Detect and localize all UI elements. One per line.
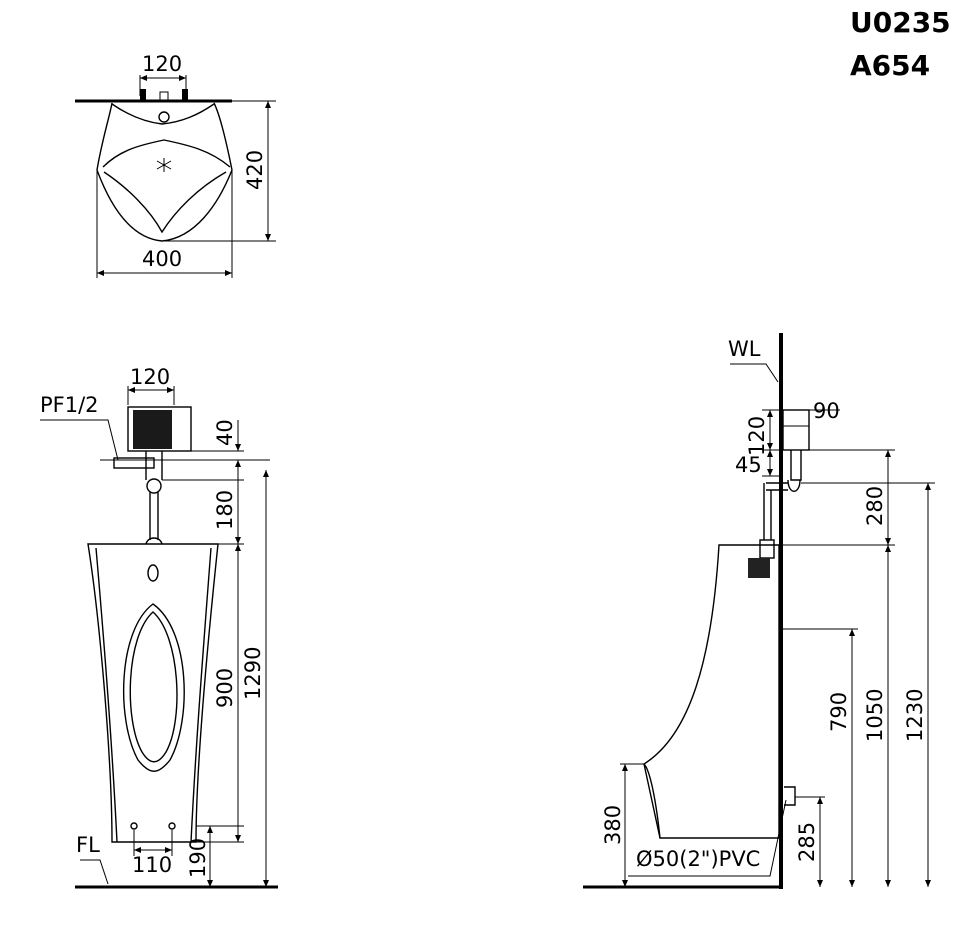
front-view: 120 PF1/2 FL 110 — [40, 365, 278, 889]
model-code-line1: U0235 — [850, 6, 951, 39]
dim-top-120: 120 — [142, 52, 182, 76]
dim-front-40: 40 — [213, 419, 237, 446]
dim-front-900: 900 — [213, 668, 237, 708]
model-code-line2: A654 — [850, 49, 930, 82]
top-view-body-outer — [96, 102, 233, 242]
top-spud — [158, 111, 170, 123]
side-drain — [784, 786, 796, 806]
dim-side-380: 380 — [601, 805, 625, 845]
side-valve-box — [782, 409, 810, 451]
flush-valve-box — [127, 406, 192, 452]
dim-side-90: 90 — [813, 399, 840, 423]
flush-pipe — [149, 492, 159, 540]
dim-side-45: 45 — [735, 453, 762, 477]
dim-side-1050: 1050 — [863, 689, 887, 742]
dim-side-285: 285 — [795, 822, 819, 862]
dim-front-190: 190 — [186, 838, 210, 878]
dim-front-110: 110 — [132, 853, 172, 877]
urinal-front-ellipse — [122, 603, 185, 772]
label-floor: FL — [76, 833, 100, 857]
dim-front-180: 180 — [213, 490, 237, 530]
dim-side-280: 280 — [863, 486, 887, 526]
side-flush-pipe — [763, 483, 772, 540]
outlet-right — [168, 822, 176, 830]
label-drain: Ø50(2")PVC — [636, 847, 760, 871]
dim-front-valve-120: 120 — [130, 365, 170, 389]
dim-top-420: 420 — [243, 150, 267, 190]
top-fitting-left — [140, 89, 146, 101]
dim-top-400: 400 — [142, 247, 182, 271]
dim-side-1230: 1230 — [903, 689, 927, 742]
top-view: 120 420 400 — [75, 52, 276, 278]
model-code: U0235 A654 — [850, 6, 951, 82]
spray-hole — [147, 564, 159, 582]
label-inlet: PF1/2 — [40, 393, 99, 417]
flush-valve-cover — [133, 410, 172, 449]
drain-star-icon — [156, 158, 172, 172]
dim-front-1290: 1290 — [241, 647, 265, 700]
top-fitting-right — [182, 89, 188, 101]
top-view-rim — [102, 139, 231, 168]
inlet-pipe — [113, 457, 155, 469]
urinal-side-body — [643, 544, 780, 839]
dim-side-790: 790 — [827, 692, 851, 732]
outlet-left — [130, 822, 138, 830]
side-view: WL 90 Ø50(2")PVC — [583, 333, 935, 889]
side-spud-fitting — [748, 558, 770, 578]
dim-side-120: 120 — [745, 416, 769, 456]
label-wall: WL — [728, 337, 761, 361]
